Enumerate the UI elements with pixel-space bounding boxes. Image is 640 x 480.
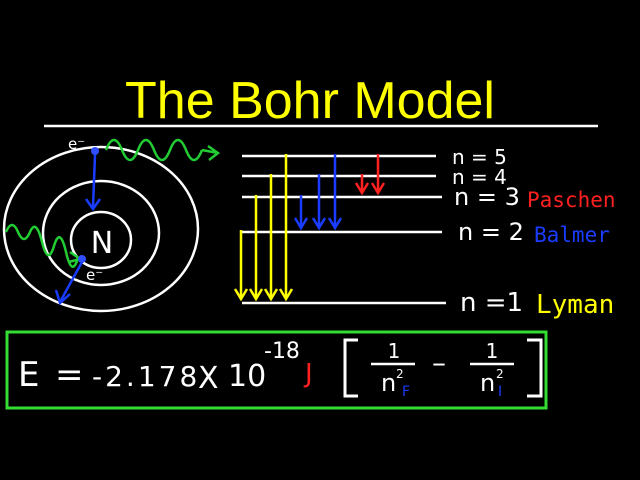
right-bracket [527, 338, 543, 398]
atom-model: N e⁻ e⁻ [2, 135, 221, 313]
equation-equals: = [55, 355, 84, 395]
lyman-arrow-from-n3-head [248, 288, 264, 302]
orbit-middle [41, 179, 161, 287]
electron-drop-arrowhead [84, 198, 102, 212]
equation-times: X [198, 361, 219, 396]
nucleus-label: N [91, 226, 113, 261]
energy-level-label-n4: n = 4 [452, 165, 507, 189]
fraction2-sub: I [498, 384, 502, 400]
balmer-arrow-from-n5-head [327, 217, 343, 231]
lyman-arrow-from-n5-head [278, 288, 294, 302]
equation-exponent: -18 [264, 339, 300, 364]
absorbed-photon-wave [4, 223, 80, 268]
energy-level-label-n2: n = 2 [458, 218, 524, 246]
electron-top-label: e⁻ [68, 135, 85, 153]
lyman-arrow-from-n4-head [263, 288, 279, 302]
paschen-arrow-from-n5-head [370, 182, 386, 196]
title: The Bohr Model [125, 72, 495, 130]
electron-top [91, 147, 99, 155]
fraction1-numerator: 1 [388, 339, 401, 363]
balmer-arrow-from-n3-head [293, 217, 309, 231]
electron-jump-arrow [58, 261, 84, 303]
electron-bottom [78, 255, 86, 263]
electron-drop-arrow [91, 154, 97, 208]
energy-level-label-n1: n =1 [460, 288, 523, 318]
series-label-paschen: Paschen [527, 188, 616, 212]
equation-box [5, 330, 548, 410]
lyman-arrow-from-n2-head [233, 288, 249, 302]
fraction2-sup: 2 [496, 367, 504, 381]
energy-level-label-n5: n = 5 [452, 145, 507, 169]
electron-jump-arrowhead [54, 289, 71, 306]
emitted-photon-arrowhead [207, 144, 221, 161]
series-label-lyman: Lyman [536, 290, 614, 320]
electron-bottom-label: e⁻ [86, 266, 103, 284]
emitted-photon-wave [104, 138, 204, 162]
orbit-outer [2, 145, 200, 313]
fraction1-denominator: n [381, 369, 396, 397]
fraction2-numerator: 1 [486, 339, 499, 363]
fraction2-denominator: n [480, 369, 495, 397]
balmer-arrow-from-n4-head [311, 217, 327, 231]
equation-lhs: E [18, 355, 39, 395]
orbit-inner [69, 210, 133, 270]
fraction1-sup: 2 [396, 367, 404, 381]
left-bracket [343, 338, 358, 398]
equation-unit: J [303, 359, 313, 389]
equation-minus: – [432, 346, 446, 379]
paschen-arrow-from-n4-head [354, 182, 370, 196]
rydberg-equation: E = -2.178 X 10 -18 J 1 n 2 F – 1 n 2 I [18, 338, 543, 400]
equation-coefficient: -2.178 [92, 360, 200, 393]
equation-base: 10 [228, 359, 266, 394]
series-label-balmer: Balmer [534, 223, 610, 247]
energy-level-label-n3: n = 3 [454, 183, 520, 211]
fraction1-sub: F [402, 384, 410, 400]
